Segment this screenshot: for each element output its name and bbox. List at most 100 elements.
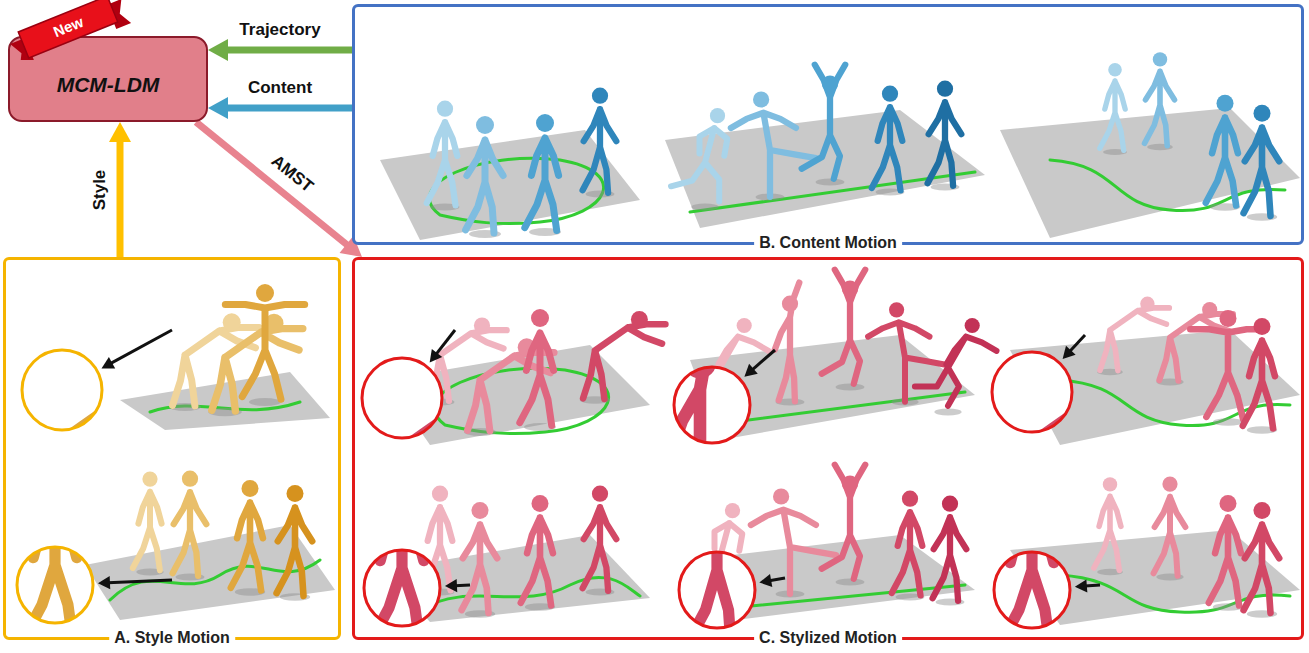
zoom-inset [679,464,785,651]
flow-arrow [208,97,352,119]
figure-shadow [1213,418,1243,426]
figure-head [458,383,490,415]
arrow-shaft [226,47,352,54]
leader-arrowhead [98,576,110,589]
inset-outline [992,352,1072,432]
stick-figure [1209,518,1241,606]
figure-head [1088,377,1120,409]
figure-head [942,496,958,512]
stick-figure [775,283,800,402]
arrow-shaft [196,122,348,246]
stick-figure [751,510,836,594]
edge-label: Content [245,78,315,98]
zoom-inset [992,335,1153,544]
stick-figure [466,140,504,233]
stick-figure [367,408,523,549]
stick-figure [997,402,1153,543]
inset-content [997,377,1153,544]
figure-head [592,486,608,502]
zoom-inset [22,330,183,542]
leader-line [110,330,172,364]
inset-ground [362,358,442,438]
figure-head [773,488,789,504]
stick-figure [27,400,183,541]
stick-figure [525,138,559,231]
inset-content [370,462,424,648]
model-name: MCM-LDM [57,73,160,97]
figure-head [432,486,448,502]
stick-figure [868,322,948,401]
stick-figure [1243,341,1275,429]
edge-label: Trajectory [236,20,323,40]
inset-content [27,375,183,542]
figure-head [725,503,740,518]
figure-head [592,88,608,104]
stick-figure [1244,525,1280,613]
inset-outline [994,552,1070,628]
figure-head [182,471,198,487]
figure-head [1162,477,1177,492]
zoom-inset [362,330,523,550]
inset-ground [22,350,102,430]
stick-figure [427,122,458,205]
figure-head [1254,318,1271,335]
arrow-shaft [117,140,124,257]
figure-head [437,101,453,117]
leader-arrowhead [445,579,457,592]
flow-arrow [208,39,352,61]
figure-head [242,480,259,497]
arrow-head [109,122,131,142]
arrow-head [208,39,228,61]
stylized-panel: C. Stylized Motion [352,257,1304,640]
figure-head [1254,502,1271,519]
leader-arrowhead [759,574,772,587]
figure-head [388,462,417,491]
stick-figure [583,109,617,193]
stick-figure [520,333,554,426]
inset-outline [362,358,442,438]
figure-shadow [836,578,865,585]
inset-outline [364,550,440,626]
stick-figure [872,107,903,190]
leader-line [1085,585,1100,586]
arrow-head [340,236,362,257]
figure-head [287,485,304,502]
stick-figure [892,512,923,595]
figure-head [474,318,490,334]
zoom-inset [364,462,470,648]
stick-figure [915,337,997,406]
figure-shadow [691,204,718,211]
figure-head [1108,63,1122,77]
motion-scene [665,65,985,228]
stick-figure [1154,497,1186,576]
figure-head [1220,495,1237,512]
motion-scene [85,471,335,620]
figure-head [842,281,858,297]
zoom-inset [17,459,172,645]
inset-content [1000,464,1054,650]
stick-figure [1244,128,1280,216]
figure-head [889,302,904,317]
stick-figure [1145,71,1175,145]
figure-head [965,318,980,333]
leader-arrowhead [430,349,443,363]
figure-head [882,86,898,102]
figure-head [1254,105,1271,122]
figure-head [532,495,549,512]
inset-outline [17,547,93,623]
inset-outline [674,367,750,443]
figure-head [223,313,241,331]
motion-scene [120,284,330,430]
inset-content [23,459,77,645]
stick-figure [277,508,313,596]
figure-head [822,76,838,92]
stick-figure [671,128,727,202]
stick-figure [822,270,866,384]
figure-head [902,491,918,507]
stick-figure [462,525,498,613]
ground-plane [120,372,330,430]
stick-figure [1100,81,1125,150]
stick-figure [583,324,665,399]
figure-head [937,81,953,97]
